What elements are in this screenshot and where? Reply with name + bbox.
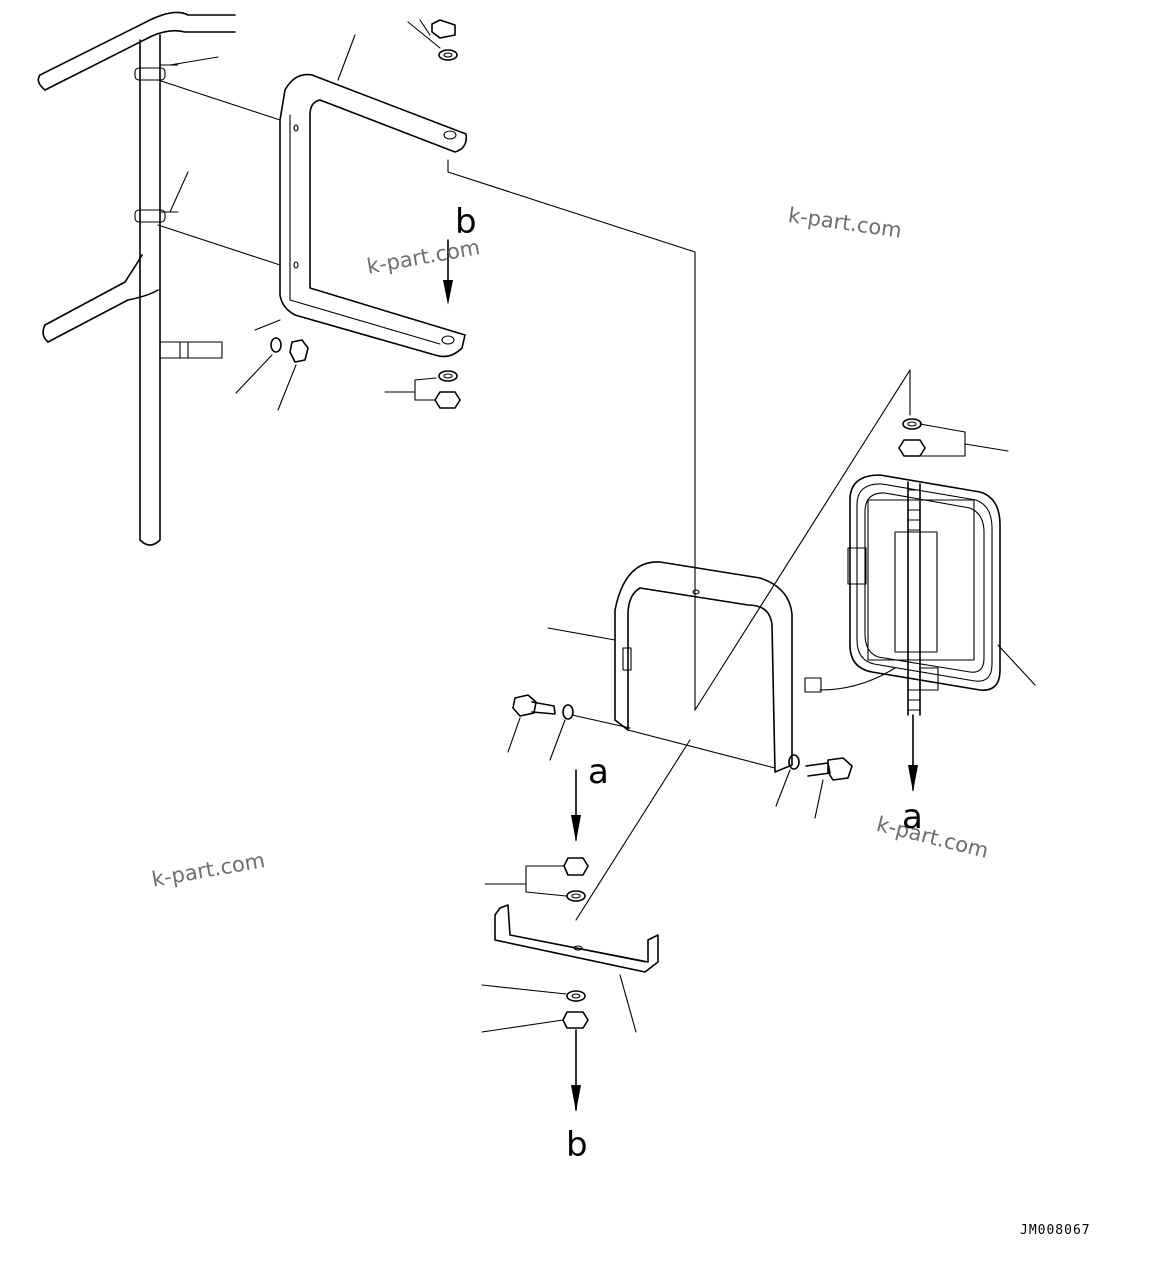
mirror-cover <box>547 561 793 773</box>
lower-nut-washer-top <box>484 857 589 902</box>
label-b-bottom: b <box>566 1125 588 1165</box>
arrow-b-bottom <box>571 1029 581 1112</box>
cover-bolt-right <box>775 754 853 819</box>
leader-line <box>157 224 281 266</box>
mirror-nut-washer <box>898 418 1009 457</box>
drawing-code: JM008067 <box>1020 1223 1091 1238</box>
upper-nut-washer-bottom <box>384 370 461 409</box>
label-b-top: b <box>455 202 477 242</box>
mirror-assembly <box>804 474 1036 716</box>
bracket-left-nut-washer <box>235 319 309 411</box>
arrow-b-top <box>443 239 453 305</box>
construction-line <box>575 739 691 921</box>
leader-line <box>157 79 281 121</box>
upper-nut-washer-top <box>407 19 458 61</box>
label-a-right: a <box>902 797 923 837</box>
lower-nut-washer-bottom <box>481 984 589 1033</box>
construction-line <box>694 369 911 711</box>
arrow-a-left <box>571 769 581 842</box>
cover-bolt-left <box>507 694 631 761</box>
lower-mirror-bracket <box>494 904 659 1033</box>
upper-mirror-bracket <box>279 34 468 358</box>
arrow-a-right <box>908 714 918 792</box>
construction-line <box>447 159 696 711</box>
handrail <box>37 11 236 546</box>
label-a-left: a <box>588 752 609 792</box>
